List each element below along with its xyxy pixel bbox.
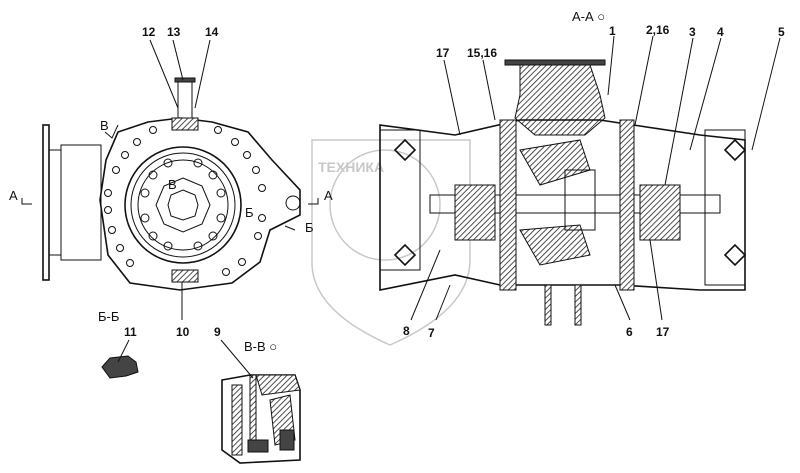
- callout-2-16: 2,16: [646, 23, 670, 37]
- leader-lines: [21, 35, 781, 379]
- watermark-text: ТЕХНИКА: [318, 159, 384, 175]
- cut-mark-b-1: Б: [245, 205, 254, 220]
- cut-mark-a-left: А: [9, 188, 18, 203]
- callout-7: 7: [428, 326, 435, 340]
- cut-mark-a-right: А: [324, 188, 333, 203]
- cut-mark-v-1: В: [100, 118, 109, 133]
- callout-8: 8: [403, 324, 410, 338]
- side-view: [42, 77, 301, 291]
- callout-11: 11: [124, 325, 137, 339]
- callout-5: 5: [778, 25, 785, 39]
- callout-1: 1: [609, 24, 616, 38]
- section-aa-view: [379, 59, 747, 326]
- callout-12: 12: [142, 25, 156, 39]
- callout-17-bottom: 17: [656, 325, 670, 339]
- section-vv-view: [221, 374, 301, 464]
- callout-13: 13: [167, 25, 181, 39]
- section-vv-title: В-В ○: [244, 339, 277, 354]
- cut-mark-b-2: Б: [305, 220, 314, 235]
- section-bb-view: [101, 355, 139, 379]
- cut-mark-v-2: В: [168, 177, 177, 192]
- watermark: ТЕХНИКА: [311, 139, 471, 346]
- callout-17-top: 17: [436, 46, 450, 60]
- bolt-holes: [104, 126, 266, 276]
- callout-4: 4: [717, 25, 724, 39]
- callout-9: 9: [214, 325, 221, 339]
- callout-6: 6: [626, 325, 633, 339]
- section-aa-title: А-А ○: [572, 9, 605, 24]
- callout-3: 3: [689, 25, 696, 39]
- section-bb-title: Б-Б: [98, 309, 119, 324]
- callout-10: 10: [176, 325, 190, 339]
- callout-14: 14: [205, 25, 219, 39]
- callout-15-16: 15,16: [467, 46, 497, 60]
